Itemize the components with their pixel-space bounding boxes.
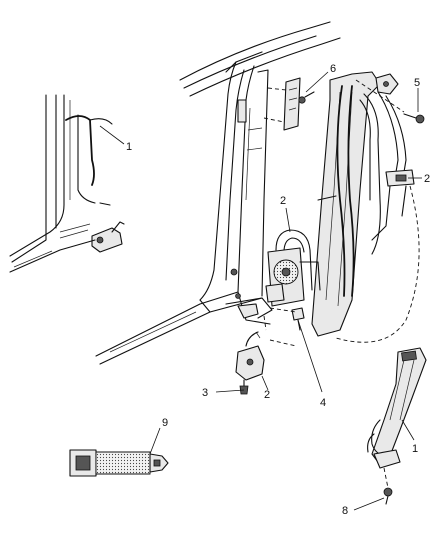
callout-3: 3: [202, 387, 208, 399]
callout-9: 9: [162, 417, 168, 429]
part-6-height-adjuster: [263, 77, 315, 131]
callout-8: 8: [342, 505, 348, 517]
callout-4: 4: [320, 397, 326, 409]
part-9-belt-extender: [69, 449, 169, 477]
leader-lines: [99, 71, 422, 511]
callout-1-upper: 1: [126, 141, 132, 153]
part-2-retractor: [265, 229, 321, 331]
callout-2-lower: 2: [264, 389, 270, 401]
callout-2-retractor: 2: [280, 195, 286, 207]
callout-labels: 1 6 5 2 2 4 3 2 1 8 9: [126, 63, 430, 517]
pillar-trim-and-belt: [311, 71, 425, 343]
callout-1-lower: 1: [412, 443, 418, 455]
callout-6: 6: [330, 63, 336, 75]
callout-2-right: 2: [424, 173, 430, 185]
part-1-buckle-stalk: [367, 347, 427, 505]
inset-pillar-detail: [9, 94, 125, 273]
part-2-lower-anchor: [235, 315, 297, 395]
callout-5: 5: [414, 77, 420, 89]
vehicle-body-shell: [95, 21, 341, 365]
